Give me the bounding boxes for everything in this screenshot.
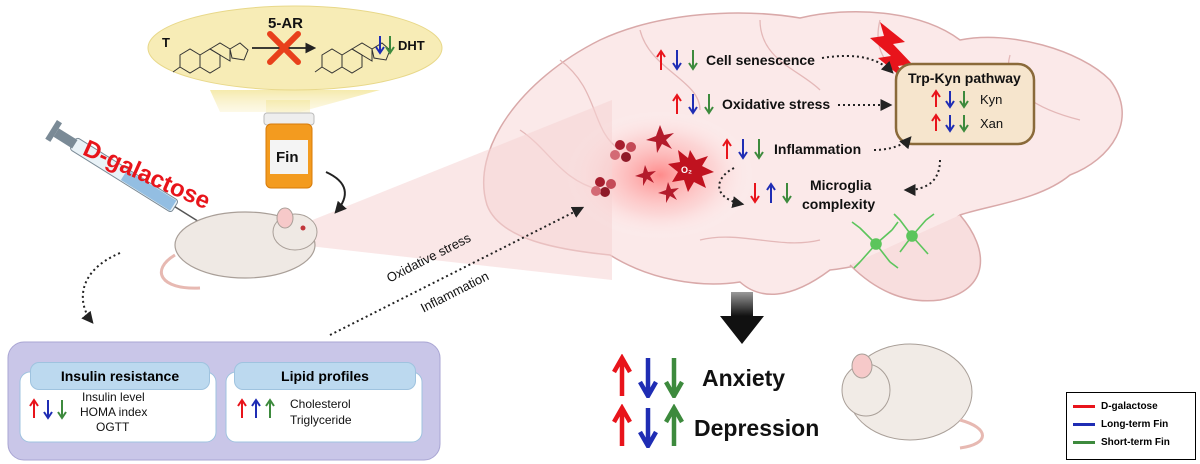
syringe-icon xyxy=(45,120,218,234)
microglia-label-line2: complexity xyxy=(802,196,876,212)
fin-pill-bottle xyxy=(263,112,315,189)
metabolic-to-brain-arrow xyxy=(329,206,585,336)
ogtt-label: OGTT xyxy=(96,420,130,434)
insulin-arrows xyxy=(29,398,67,420)
senescence-arrows xyxy=(656,49,698,71)
xan-arrows xyxy=(931,113,969,133)
testosterone-structure xyxy=(172,42,249,74)
anxiety-arrows xyxy=(612,354,684,398)
inflammation-label: Inflammation xyxy=(774,141,862,157)
kyn-arrows xyxy=(931,89,969,109)
oxidative-stress-label: Oxidative stress xyxy=(722,96,831,112)
inflammation-stars xyxy=(635,125,679,203)
legend: D-galactose Long-term Fin Short-term Fin xyxy=(1066,392,1196,460)
big-down-arrow xyxy=(720,292,764,344)
cholesterol-label: Cholesterol xyxy=(290,397,351,411)
pill-to-mouse-arrow xyxy=(325,171,347,214)
legend-item-short-term-fin: Short-term Fin xyxy=(1073,437,1170,451)
xan-label: Xan xyxy=(980,116,1004,131)
lipid-arrows xyxy=(237,398,275,418)
cell-senescence-label: Cell senescence xyxy=(706,52,815,68)
insulin-level-label: Insulin level xyxy=(82,390,145,404)
microglia-arrows xyxy=(750,182,792,204)
legend-item-d-galactose: D-galactose xyxy=(1073,401,1158,415)
trp-kyn-title: Trp-Kyn pathway xyxy=(908,70,1021,86)
depression-arrows xyxy=(612,404,684,448)
anxiety-label: Anxiety xyxy=(702,365,786,391)
o2-label: O₂ xyxy=(681,165,692,175)
fin-bottle-label: Fin xyxy=(276,149,299,166)
mouse-to-metabolic-arrow xyxy=(81,252,121,324)
inflammation-glow xyxy=(565,110,755,240)
homa-index-label: HOMA index xyxy=(80,405,148,419)
microglia-label-line1: Microglia xyxy=(810,177,872,193)
blocked-x-icon xyxy=(267,31,301,65)
lightning-icon xyxy=(870,22,912,84)
cerebellum-outline xyxy=(849,214,982,302)
depression-label: Depression xyxy=(694,415,820,441)
microglia-icon xyxy=(851,213,935,269)
triglyceride-label: Triglyceride xyxy=(290,413,352,427)
dht-label: DHT xyxy=(398,38,425,53)
testosterone-label: T xyxy=(162,35,170,50)
ros-burst-icon xyxy=(668,150,714,192)
legend-item-long-term-fin: Long-term Fin xyxy=(1073,419,1168,433)
inflammation-arrows xyxy=(722,138,764,160)
enzyme-label: 5-AR xyxy=(268,15,304,32)
mouse-depressed xyxy=(841,343,984,450)
kyn-label: Kyn xyxy=(980,92,1003,107)
cell-cluster xyxy=(591,140,636,197)
projection-beam xyxy=(300,100,612,280)
insulin-resistance-title: Insulin resistance xyxy=(30,362,210,390)
oxidative-arrows xyxy=(672,93,714,115)
dht-down-arrows xyxy=(375,36,395,55)
mouse-injected xyxy=(159,207,318,290)
lipid-profiles-title: Lipid profiles xyxy=(234,362,416,390)
